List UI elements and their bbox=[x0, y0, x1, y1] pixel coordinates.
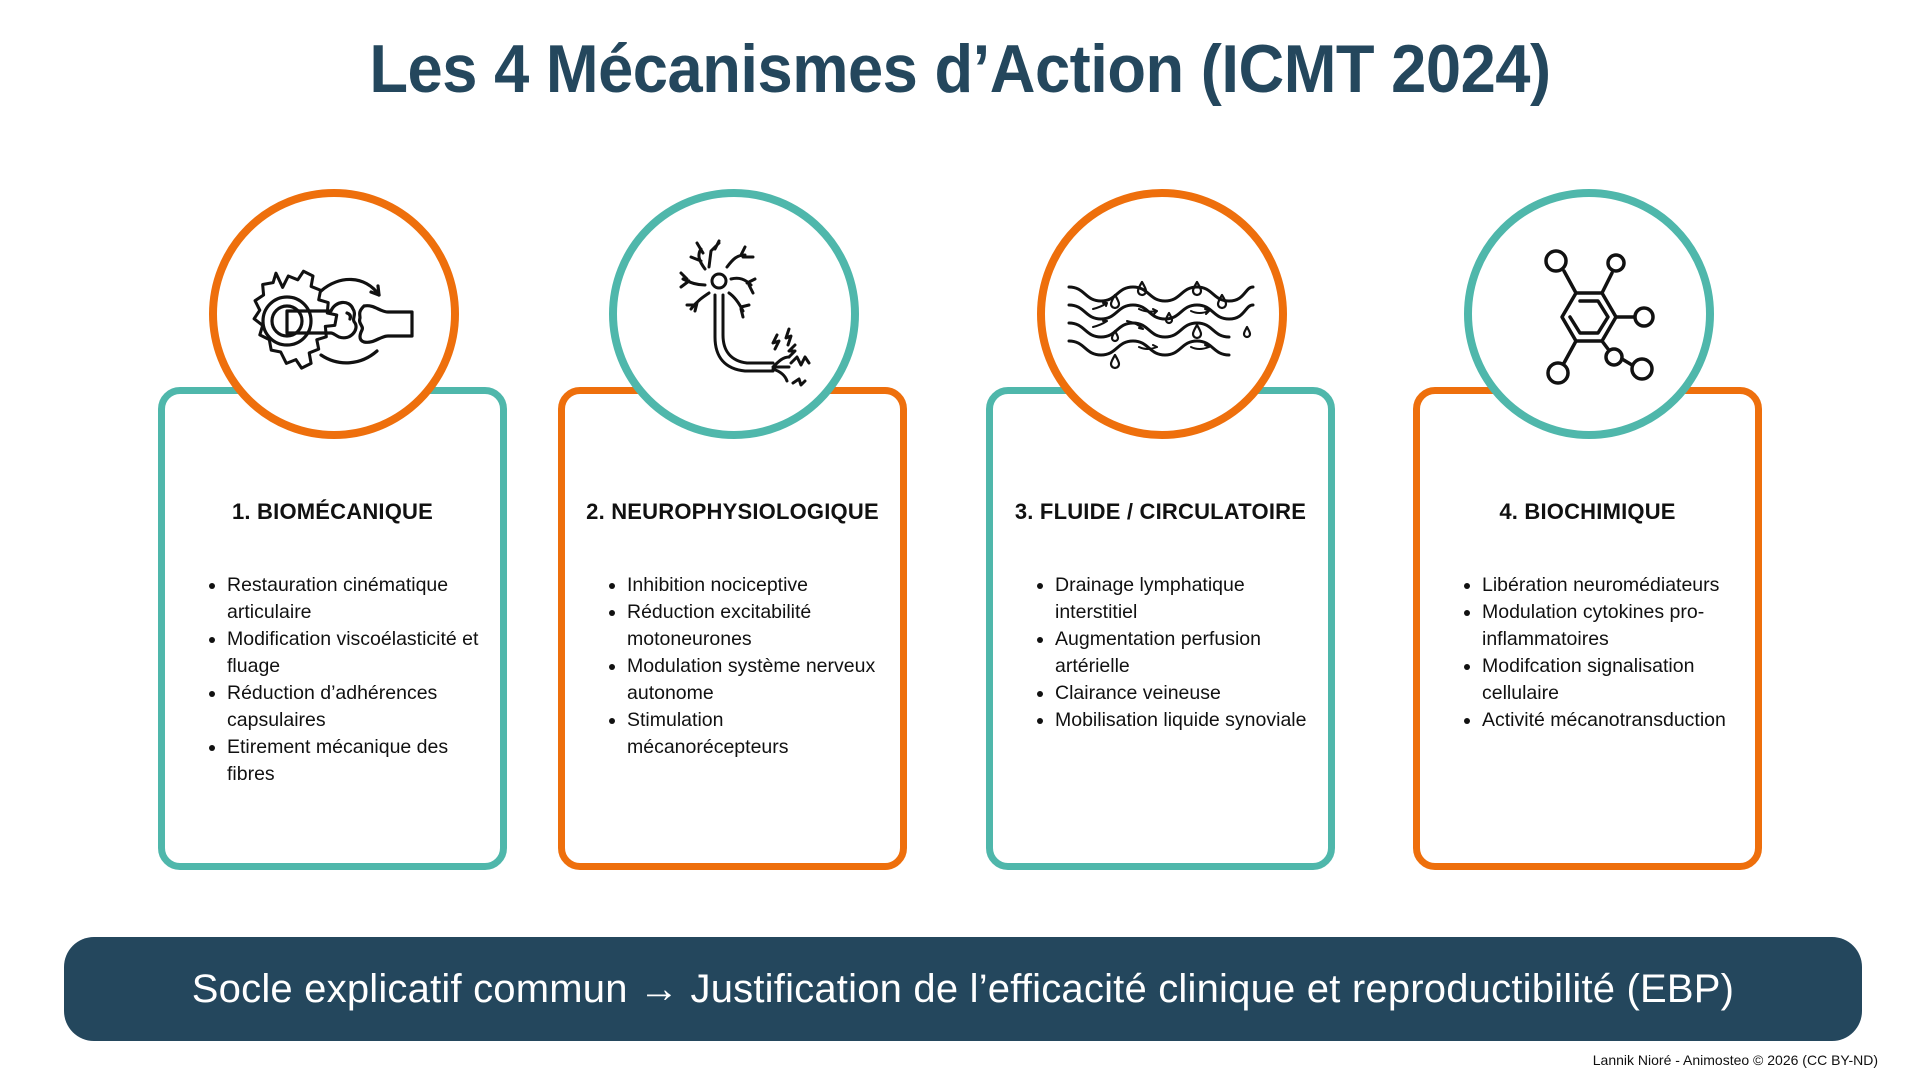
mechanism-card-biomecanique: 1. BIOMÉCANIQUE Restauration cinématique… bbox=[158, 387, 507, 870]
gear-bone-joint-icon bbox=[252, 269, 414, 370]
neuron-icon bbox=[679, 239, 811, 387]
card-title: 3. FLUIDE / CIRCULATOIRE bbox=[1014, 499, 1307, 524]
list-item: Modulation système nerveux autonome bbox=[627, 653, 886, 707]
mechanism-card-fluide-circulatoire: 3. FLUIDE / CIRCULATOIRE Drainage lympha… bbox=[986, 387, 1335, 870]
list-item: Stimulation mécanorécepteurs bbox=[627, 707, 886, 761]
mechanism-list: Drainage lymphatique interstitiel Augmen… bbox=[1029, 572, 1314, 734]
mechanism-list: Libération neuromédiateurs Modulation cy… bbox=[1456, 572, 1741, 734]
mechanism-card-biochimique: 4. BIOCHIMIQUE Libération neuromédiateur… bbox=[1413, 387, 1762, 870]
molecule-icon bbox=[1544, 249, 1655, 385]
card-title: 1. BIOMÉCANIQUE bbox=[231, 499, 434, 524]
page-title: Les 4 Mécanismes d’Action (ICMT 2024) bbox=[369, 31, 1551, 107]
icon-circle-fluide-circulatoire bbox=[1037, 189, 1287, 439]
footer-credit: Lannik Nioré - Animosteo © 2026 (CC BY-N… bbox=[1592, 1052, 1878, 1068]
list-item: Modification viscoélasticité et fluage bbox=[227, 626, 486, 680]
list-item: Augmentation perfusion artérielle bbox=[1055, 626, 1314, 680]
list-item: Libération neuromédiateurs bbox=[1482, 572, 1741, 599]
mechanism-list: Restauration cinématique articulaire Mod… bbox=[201, 572, 486, 788]
icon-circle-neurophysiologique bbox=[609, 189, 859, 439]
mechanism-card-neurophysiologique: 2. NEUROPHYSIOLOGIQUE Inhibition nocicep… bbox=[558, 387, 907, 870]
list-item: Etirement mécanique des fibres bbox=[227, 734, 486, 788]
icon-circle-biomecanique bbox=[209, 189, 459, 439]
list-item: Modifcation signalisation cellulaire bbox=[1482, 653, 1741, 707]
list-item: Mobilisation liquide synoviale bbox=[1055, 707, 1314, 734]
list-item: Réduction d’adhérences capsulaires bbox=[227, 680, 486, 734]
list-item: Inhibition nociceptive bbox=[627, 572, 886, 599]
summary-banner: Socle explicatif commun → Justification … bbox=[64, 937, 1862, 1041]
list-item: Restauration cinématique articulaire bbox=[227, 572, 486, 626]
list-item: Activité mécanotransduction bbox=[1482, 707, 1741, 734]
icon-circle-biochimique bbox=[1464, 189, 1714, 439]
list-item: Réduction excitabilité motoneurones bbox=[627, 599, 886, 653]
card-title: 2. NEUROPHYSIOLOGIQUE bbox=[586, 499, 879, 524]
list-item: Modulation cytokines pro-inflammatoires bbox=[1482, 599, 1741, 653]
card-title: 4. BIOCHIMIQUE bbox=[1499, 499, 1676, 524]
list-item: Clairance veineuse bbox=[1055, 680, 1314, 707]
mechanism-list: Inhibition nociceptive Réduction excitab… bbox=[601, 572, 886, 761]
banner-text: Socle explicatif commun → Justification … bbox=[191, 966, 1735, 1011]
fluid-waves-drops-icon bbox=[1067, 280, 1255, 370]
list-item: Drainage lymphatique interstitiel bbox=[1055, 572, 1314, 626]
